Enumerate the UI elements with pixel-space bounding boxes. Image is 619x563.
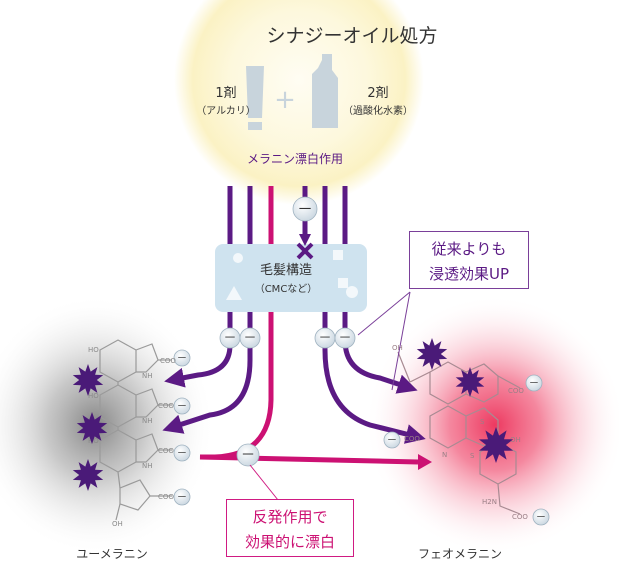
melanin-bleach-label: メラニン漂白作用 xyxy=(247,151,343,166)
title: シナジーオイル処方 xyxy=(266,25,437,47)
reaction-arrow-head xyxy=(418,454,432,470)
svg-text:COO: COO xyxy=(158,447,174,455)
minus-charge-text: － xyxy=(177,400,187,412)
melanin-starburst-icon xyxy=(72,459,104,491)
minus-charge-text: － xyxy=(387,434,397,446)
agent2-label: 2剤 xyxy=(367,85,388,101)
pheomelanin-label: フェオメラニン xyxy=(418,547,502,561)
svg-text:OH: OH xyxy=(510,436,521,444)
eumelanin-label: ユーメラニン xyxy=(76,547,148,561)
minus-charge-text: － xyxy=(223,331,236,346)
minus-charge-text: － xyxy=(177,447,187,459)
minus-charge-badge: － xyxy=(525,374,543,392)
svg-text:HO: HO xyxy=(88,437,99,445)
minus-charge-badge: － xyxy=(532,508,550,526)
svg-text:N: N xyxy=(442,451,447,459)
svg-text:OH: OH xyxy=(112,520,123,528)
reaction-arrow xyxy=(199,312,419,465)
svg-text:NH: NH xyxy=(142,372,153,380)
minus-charge-badge: － xyxy=(236,443,260,467)
svg-text:HO: HO xyxy=(88,392,99,400)
penetration-callout: 従来よりも 浸透効果UP xyxy=(409,231,529,289)
minus-charge-text: － xyxy=(297,200,313,218)
melanin-starburst-icon xyxy=(416,338,448,370)
svg-text:H2N: H2N xyxy=(482,498,497,506)
agent2-sub: （過酸化水素） xyxy=(343,104,413,117)
svg-text:COO: COO xyxy=(512,513,528,521)
minus-charge-badge: － xyxy=(173,488,191,506)
minus-charge-badge: － xyxy=(239,327,261,349)
reaction-pointer-line xyxy=(249,464,279,501)
minus-charge-badge: － xyxy=(173,397,191,415)
svg-text:HO: HO xyxy=(88,346,99,354)
minus-charge-text: － xyxy=(536,511,546,523)
svg-text:COO: COO xyxy=(508,387,524,395)
agent1-label: 1剤 xyxy=(215,85,236,101)
minus-charge-text: － xyxy=(177,352,187,364)
reaction-callout-line2: 効果的に漂白 xyxy=(244,533,335,551)
svg-text:COO: COO xyxy=(158,493,174,501)
reaction-callout-line1: 反発作用で xyxy=(252,508,328,526)
melanin-starburst-icon xyxy=(478,427,514,463)
formula-glow xyxy=(174,0,424,205)
melanin-starburst-icon xyxy=(76,412,108,444)
minus-charge-text: － xyxy=(241,448,255,464)
svg-text:COO: COO xyxy=(158,402,174,410)
melanin-starbursts xyxy=(72,338,514,491)
minus-charge-badge: － xyxy=(383,431,401,449)
pheomelanin-labels: OH COO COO N S S OH H2N COO xyxy=(392,344,528,521)
svg-text:S: S xyxy=(480,418,485,426)
svg-text:COO: COO xyxy=(404,435,420,443)
penetration-pointer-lines xyxy=(357,291,411,391)
hair-structure-box xyxy=(215,244,367,312)
minus-charge-text: － xyxy=(318,331,331,346)
hair-structure-shapes xyxy=(226,250,358,300)
bottle-2-icon xyxy=(312,54,338,128)
svg-text:NH: NH xyxy=(142,462,153,470)
block-x-icon xyxy=(296,242,314,260)
svg-text:COO: COO xyxy=(160,357,176,365)
minus-charge-badge: － xyxy=(173,444,191,462)
minus-charge-badge: － xyxy=(334,327,356,349)
svg-text:S: S xyxy=(470,452,475,460)
plus-sign: + xyxy=(274,85,296,115)
minus-charge-badge: － xyxy=(173,349,191,367)
minus-charge-text: － xyxy=(177,491,187,503)
minus-charge-badge: － xyxy=(314,327,336,349)
svg-text:OH: OH xyxy=(392,344,403,352)
minus-charge-text: － xyxy=(529,377,539,389)
minus-charge-badge: － xyxy=(219,327,241,349)
penetration-callout-line2: 浸透効果UP xyxy=(428,265,510,283)
blocked-arrow-head xyxy=(299,234,311,246)
penetration-callout-line1: 従来よりも xyxy=(431,240,507,258)
minus-charge-text: － xyxy=(338,331,351,346)
melanin-starburst-icon xyxy=(455,367,485,397)
minus-charge-badge: － xyxy=(292,196,318,222)
bottle-1-icon xyxy=(246,66,264,130)
hair-structure-sub: （CMCなど） xyxy=(255,283,318,295)
agent1-sub: （アルカリ） xyxy=(196,105,256,117)
hair-structure-label: 毛髪構造 xyxy=(260,263,312,278)
eumelanin-structure xyxy=(99,339,172,521)
reaction-callout: 反発作用で 効果的に漂白 xyxy=(226,499,354,557)
pheomelanin-glow xyxy=(365,295,619,555)
charge-badges: － － － － － － － － － － － － － xyxy=(173,196,550,526)
svg-text:NH: NH xyxy=(142,417,153,425)
minus-charge-text: － xyxy=(243,331,256,346)
eumelanin-labels: HO HO HO COO COO COO COO NH NH NH OH xyxy=(88,346,176,528)
penetration-lines xyxy=(227,186,348,244)
melanin-starburst-icon xyxy=(72,364,104,396)
